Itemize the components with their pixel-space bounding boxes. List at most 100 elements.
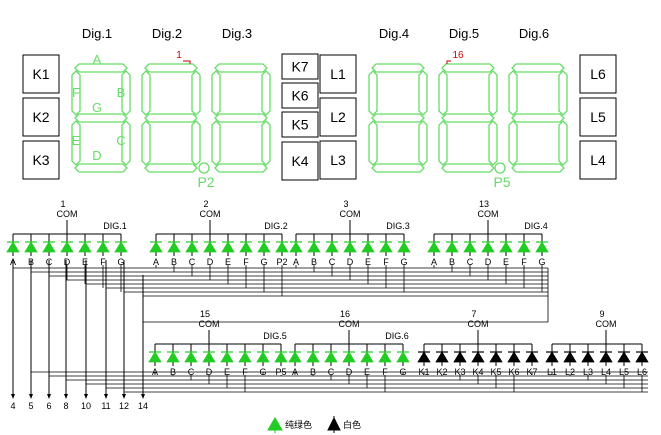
segment-e: [508, 120, 518, 166]
segment-g: [371, 113, 425, 123]
pin-label: D: [347, 257, 354, 267]
digit-label: DIG.5: [263, 331, 287, 341]
segment-b: [488, 70, 498, 116]
led-symbol: [184, 351, 198, 363]
led-symbol: [78, 241, 92, 253]
key-k2-label: K2: [32, 109, 49, 125]
segment-g: [214, 113, 268, 123]
pin-label: G: [400, 257, 407, 267]
pin-label: E: [365, 257, 371, 267]
pin-label: D: [485, 257, 492, 267]
led-symbol: [114, 241, 128, 253]
decimal-point: [198, 162, 210, 174]
segment-a: [441, 63, 495, 73]
key-k3-box: [22, 140, 60, 180]
pin-label: A: [293, 257, 299, 267]
segment-f: [211, 70, 221, 116]
led-symbol: [6, 241, 20, 253]
bus-pin-number: 12: [119, 401, 129, 411]
bus-pin-number: 6: [46, 401, 51, 411]
bus-arrow: [122, 394, 126, 399]
segment-f: [438, 70, 448, 116]
led-symbol: [489, 351, 503, 363]
digit-title: Dig.3: [222, 26, 252, 41]
led-symbol: [507, 351, 521, 363]
led-l5-label: L5: [590, 109, 606, 125]
key-k5-box: [281, 111, 319, 138]
led-symbol: [427, 241, 441, 253]
led-symbol: [581, 351, 595, 363]
key-k7-box: [281, 53, 319, 80]
led-symbol: [325, 241, 339, 253]
key-k6-box: [281, 82, 319, 109]
bus-arrow: [11, 394, 15, 399]
segment-e: [71, 120, 81, 166]
led-symbol: [256, 351, 270, 363]
segment-c: [121, 120, 131, 166]
led-symbol: [24, 241, 38, 253]
led-symbol: [378, 351, 392, 363]
legend-white-label: 白色: [343, 419, 361, 430]
pin-label: D: [64, 257, 71, 267]
led-symbol: [166, 351, 180, 363]
led-symbol: [275, 241, 289, 253]
com-label: COM: [340, 209, 361, 219]
led-symbol: [361, 241, 375, 253]
pin-marker-line: [183, 60, 191, 64]
bus-pin-number: 4: [10, 401, 15, 411]
com-label: COM: [596, 319, 617, 329]
digit-label: DIG.2: [264, 221, 288, 231]
segment-e: [211, 120, 221, 166]
pin-label: E: [225, 257, 231, 267]
segment-a: [74, 63, 128, 73]
key-k1-box: [22, 54, 60, 94]
segment-c: [261, 120, 271, 166]
pin-label: E: [82, 257, 88, 267]
bus-arrow: [64, 394, 68, 399]
pin-label: B: [311, 257, 317, 267]
com-pin-number: 16: [340, 309, 350, 319]
pin-label: G: [260, 257, 267, 267]
com-pin-number: 7: [471, 309, 476, 319]
pin-label: A: [431, 257, 437, 267]
digit-title: Dig.2: [152, 26, 182, 41]
digit-title: Dig.5: [449, 26, 479, 41]
digit-2: Dig.2: [141, 26, 201, 173]
segment-label-f: F: [72, 85, 80, 100]
pin-label: C: [329, 257, 336, 267]
pin-label: E: [503, 257, 509, 267]
decimal-point: [494, 162, 506, 174]
segment-label-g: G: [92, 100, 102, 115]
digit-1: Dig.1: [71, 26, 131, 173]
led-symbol: [324, 351, 338, 363]
segment-b: [121, 70, 131, 116]
bus-pin-number: 14: [138, 401, 148, 411]
pin-marker-line: [446, 60, 451, 64]
led-l4-label: L4: [590, 152, 606, 168]
led-symbol: [445, 241, 459, 253]
led-symbol: [343, 241, 357, 253]
segment-label-a: A: [93, 52, 102, 67]
com-pin-number: 9: [599, 309, 604, 319]
segment-g: [441, 113, 495, 123]
segment-g: [74, 113, 128, 123]
pin-label: B: [171, 257, 177, 267]
segment-b: [191, 70, 201, 116]
pin-label: C: [467, 257, 474, 267]
digit-6: Dig.6: [508, 26, 568, 173]
segment-g: [144, 113, 198, 123]
segment-label-d: D: [92, 148, 101, 163]
led-symbol: [185, 241, 199, 253]
bus-pin-number: 8: [63, 401, 68, 411]
digit-title: Dig.4: [379, 26, 409, 41]
led-symbol: [599, 351, 613, 363]
bus-pin-number: 10: [81, 401, 91, 411]
key-k5-label: K5: [291, 117, 308, 133]
legend-green-label: 纯绿色: [285, 419, 312, 430]
led-symbol: [563, 351, 577, 363]
